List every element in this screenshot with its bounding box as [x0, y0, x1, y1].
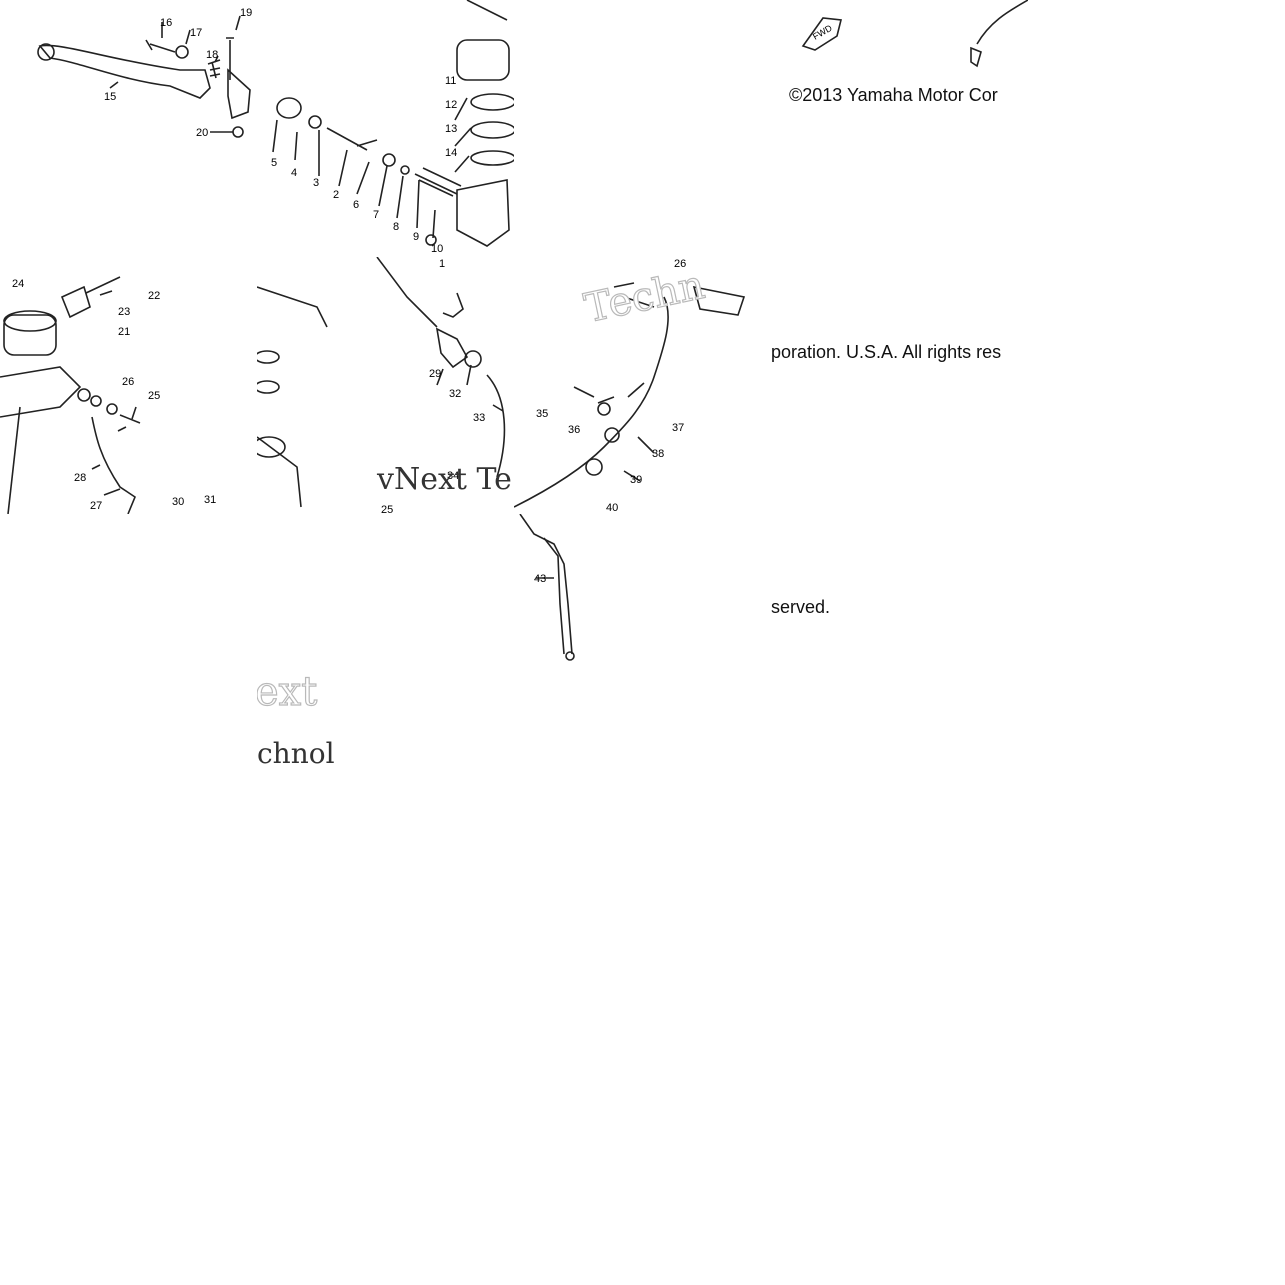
label-13: 13	[445, 123, 457, 135]
lower-cable-drawing: 43	[519, 514, 575, 661]
label-4: 4	[291, 167, 297, 179]
tile-copyright-3: served.	[771, 596, 851, 620]
label-35: 35	[536, 408, 548, 420]
reservoir-drawing: 24 22 23 21 26 25 28 27 30 31	[0, 276, 216, 514]
label-24: 24	[12, 278, 24, 290]
label-7: 7	[373, 209, 379, 221]
label-20: 20	[196, 127, 208, 139]
watermark-text-d: chnol	[257, 737, 335, 770]
tile-brake-lever: 16 17 18 19 15 20	[0, 0, 257, 257]
label-8: 8	[393, 221, 399, 233]
fitting-drawing: 35 36	[771, 364, 772, 376]
label-11: 11	[445, 75, 456, 87]
label-3: 3	[313, 177, 319, 189]
label-27: 27	[90, 500, 102, 512]
label-15: 15	[104, 91, 116, 103]
label-29: 29	[429, 368, 441, 380]
piston-drawing: 5 4 3 2 6 7 8 9 10 11 12 13 14	[271, 0, 514, 255]
label-12: 12	[445, 99, 457, 111]
copyright-line-1: ©2013 Yamaha Motor Cor	[789, 85, 998, 105]
label-16: 16	[160, 17, 172, 29]
fwd-drawing: FWD	[801, 0, 1028, 68]
label-39: 39	[630, 474, 642, 486]
label-21: 21	[118, 326, 130, 338]
label-36: 36	[568, 424, 580, 436]
tile-brake-hose: 29 32 33 34 25 1 vNext Te	[257, 257, 514, 514]
caliper-hose-drawing: 35 36 37 38 39 40 26	[514, 258, 746, 514]
tile-copyright-2: 35 36 poration. U.S.A. All rights res	[771, 257, 1028, 514]
label-5: 5	[271, 157, 277, 169]
label-31: 31	[204, 494, 216, 506]
tile-watermark: ext chnol	[257, 668, 337, 772]
label-28: 28	[74, 472, 86, 484]
label-22: 22	[148, 290, 160, 302]
label-43: 43	[534, 573, 546, 585]
label-1: 1	[439, 258, 445, 270]
fwd-icon-text: FWD	[811, 23, 834, 42]
tile-fwd-fitting: FWD ©2013 Yamaha Motor Cor	[771, 0, 1028, 257]
label-9: 9	[413, 231, 419, 243]
label-30: 30	[172, 496, 184, 508]
watermark-text-c: ext	[257, 669, 318, 715]
copyright-line-3: served.	[771, 597, 831, 617]
fwd-arrow-icon	[801, 17, 842, 51]
label-38: 38	[652, 448, 664, 460]
label-10: 10	[431, 243, 443, 255]
tile-reservoir: 24 22 23 21 26 25 28 27 30 31	[0, 257, 257, 514]
copyright-line-2: poration. U.S.A. All rights res	[771, 342, 1002, 362]
tile-piston-assembly: 5 4 3 2 6 7 8 9 10 11 12 13 14	[257, 0, 514, 257]
lever-drawing: 16 17 18 19 15 20	[37, 7, 252, 139]
label-34: 34	[447, 470, 459, 482]
tile-caliper-hose: 35 36 37 38 39 40 26 Techn	[514, 257, 771, 514]
label-18: 18	[206, 49, 218, 61]
label-25b: 25	[381, 504, 393, 514]
label-32: 32	[449, 388, 461, 400]
label-26: 26	[122, 376, 134, 388]
label-40: 40	[606, 502, 618, 514]
label-37: 37	[672, 422, 684, 434]
label-14: 14	[445, 147, 457, 159]
label-6: 6	[353, 199, 359, 211]
label-17: 17	[190, 27, 202, 39]
label-2: 2	[333, 189, 339, 201]
hose-drawing: 29 32 33 34 25 1	[257, 257, 506, 514]
label-25: 25	[148, 390, 160, 402]
label-19: 19	[240, 7, 252, 19]
tile-lower-cable: 43	[514, 514, 771, 664]
label-33: 33	[473, 412, 485, 424]
label-26b: 26	[674, 258, 686, 270]
label-23: 23	[118, 306, 130, 318]
watermark-text-a: vNext Te	[377, 462, 512, 497]
